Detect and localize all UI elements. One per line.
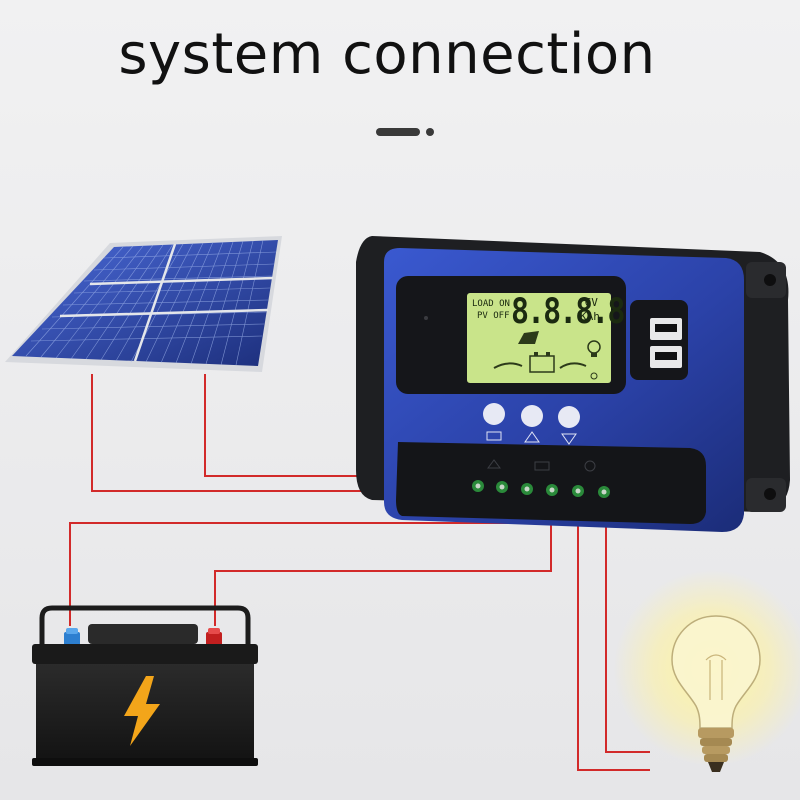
down-arrow-icon (561, 433, 577, 445)
battery-lid (32, 644, 258, 664)
terminal-battery-positive (546, 484, 558, 496)
charge-controller-icon (356, 236, 790, 532)
lcd-pv-label: PV OFF (477, 311, 510, 321)
bulb-base (698, 728, 734, 772)
lcd-battery-icon (529, 352, 555, 373)
terminal-battery-negative (521, 483, 533, 495)
lcd-load-label: LOAD ON (472, 299, 510, 309)
battery-handle (88, 624, 198, 644)
mount-hole-top (764, 274, 776, 286)
usb-port-bottom (650, 346, 682, 368)
panel-cell-grid (25, 239, 277, 366)
panel-frame-dividers (59, 243, 274, 362)
wire-pv-negative (91, 374, 478, 492)
terminal-block (396, 442, 706, 524)
usb-port-top (650, 318, 682, 340)
divider-bar (376, 128, 420, 136)
mount-hole-bottom (764, 488, 776, 500)
lcd-bulb-icon (587, 340, 601, 357)
terminal-pv-positive (496, 481, 508, 493)
menu-icon (486, 431, 502, 441)
page-title: system connection (118, 22, 656, 87)
terminal-pv-negative (472, 480, 484, 492)
terminal-battery-symbol-icon (534, 461, 550, 471)
lcd-charge-arrow-icon (493, 362, 523, 369)
wire-load-negative (577, 497, 650, 771)
light-bulb-icon (671, 615, 761, 772)
up-button[interactable] (521, 405, 543, 443)
menu-button[interactable] (483, 403, 505, 441)
lcd-unit-volt: °CV (578, 296, 598, 309)
lcd-unit-kah: KAh (580, 310, 600, 323)
terminal-load-negative (572, 485, 584, 497)
wire-load-positive (605, 497, 650, 753)
up-arrow-icon (524, 431, 540, 443)
wire-battery-positive (214, 497, 552, 626)
lcd-sun-icon (590, 372, 598, 380)
status-led (424, 316, 428, 320)
lcd-screen (467, 293, 611, 383)
terminal-load-positive (598, 486, 610, 498)
lcd-panel-icon (518, 331, 539, 344)
terminal-load-symbol-icon (584, 460, 596, 472)
terminal-pv-symbol-icon (487, 459, 501, 469)
battery-icon (32, 605, 258, 766)
terminal-symbols (487, 459, 596, 472)
lightning-bolt-icon (124, 676, 160, 746)
divider-dot (426, 128, 434, 136)
battery-base (32, 758, 258, 766)
lcd-digits: 8.8.8.8 (511, 292, 625, 333)
down-button[interactable] (558, 406, 580, 445)
lcd-discharge-arrow-icon (559, 362, 587, 369)
solar-panel-icon (5, 236, 282, 372)
